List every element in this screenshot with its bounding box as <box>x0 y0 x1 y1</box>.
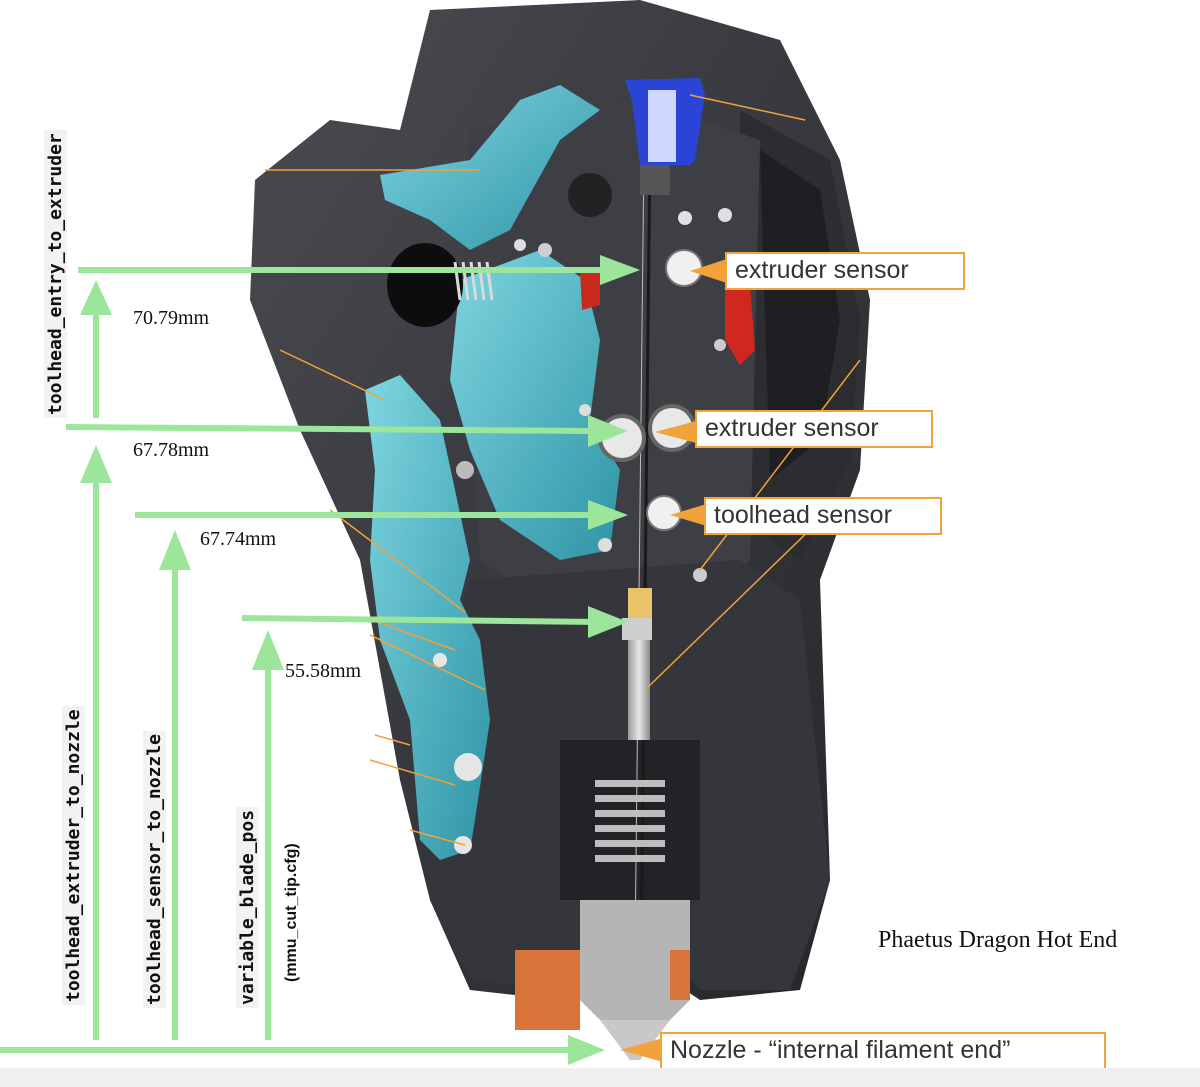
label-toolhead-extruder-to-nozzle: toolhead_extruder_to_nozzle <box>62 706 85 1005</box>
sensor-ball-3 <box>646 495 682 531</box>
callout-toolhead-sensor: toolhead sensor <box>704 497 942 535</box>
leader-lines <box>265 94 861 846</box>
filament-bore <box>387 243 463 327</box>
right-wing-inner <box>760 150 840 480</box>
label-toolhead-sensor-to-nozzle: toolhead_sensor_to_nozzle <box>143 731 166 1008</box>
spring <box>453 261 494 301</box>
heatsink-window <box>560 740 700 900</box>
measurement-2: 67.78mm <box>133 439 210 461</box>
label-toolhead-entry-to-extruder: toolhead_entry_to_extruder <box>44 130 67 418</box>
measurement-3: 67.74mm <box>200 528 277 550</box>
copper-block <box>515 950 580 1030</box>
nozzle-tip <box>600 1020 670 1060</box>
heat-break <box>628 640 650 740</box>
label-mmu-cut-tip-cfg: (mmu_cut_tip.cfg) <box>283 843 300 982</box>
callout-extruder-sensor-2: extruder sensor <box>695 410 933 448</box>
copper-block-right <box>670 950 690 1000</box>
measurement-4: 55.58mm <box>285 660 362 682</box>
label-variable-blade-pos: variable_blade_pos <box>236 806 259 1008</box>
red-tab-small <box>580 268 600 310</box>
heater-block <box>580 900 690 1020</box>
hotend-note: Phaetus Dragon Hot End <box>878 927 1118 953</box>
teal-latch <box>450 250 620 560</box>
bottom-strip <box>0 1068 1200 1087</box>
callout-extruder-sensor-1: extruder sensor <box>725 252 965 290</box>
red-tab <box>725 285 755 365</box>
blade-pivot <box>628 588 652 618</box>
callout-nozzle: Nozzle - “internal filament end” <box>660 1032 1106 1070</box>
teal-lever-top <box>380 85 600 250</box>
callout-pointers <box>620 258 730 1062</box>
green-arrows <box>0 255 640 1065</box>
sensor-ball-1 <box>665 249 703 287</box>
measurement-1: 70.79mm <box>133 307 210 329</box>
heatsink-fins <box>595 780 665 862</box>
